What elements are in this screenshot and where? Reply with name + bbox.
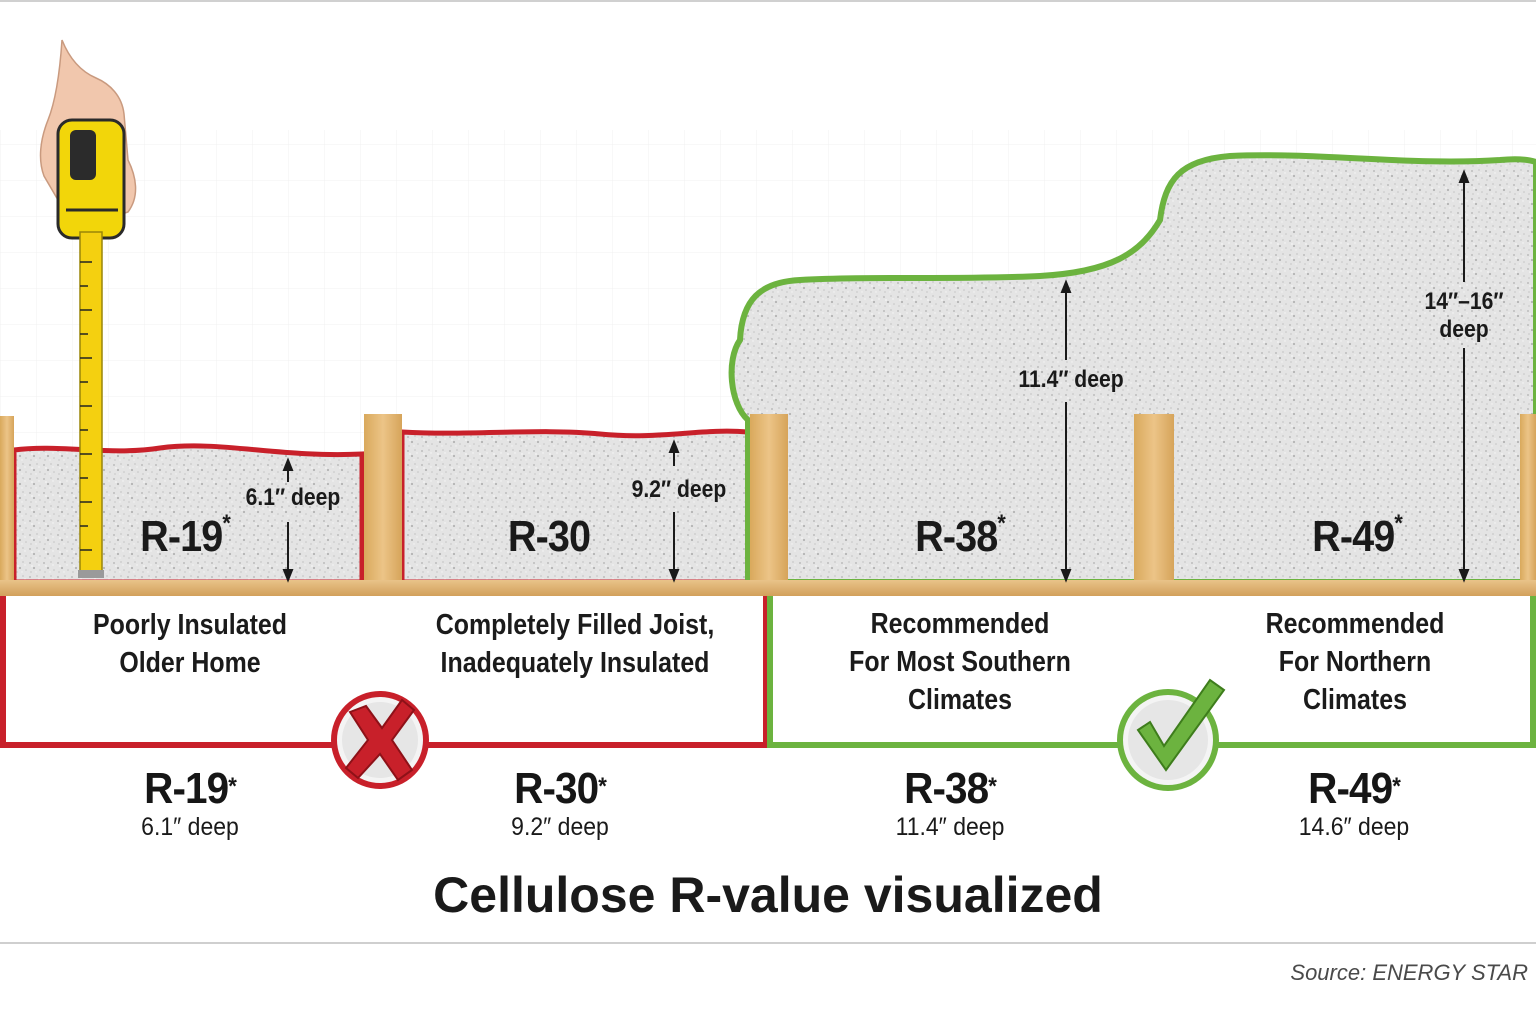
panel-r-label-2: R-30 (482, 512, 617, 562)
summary-3: R-38* 11.4″ deep (860, 766, 1040, 842)
summary-3-r-text: R-38 (904, 764, 989, 813)
insulation-fill-r38-r49 (728, 152, 1536, 585)
source-credit: Source: ENERGY STAR (1290, 960, 1528, 985)
summary-2-asterisk: * (598, 773, 607, 800)
summary-2-r: R-30* (477, 766, 643, 812)
panel-r-text-4: R-49 (1312, 512, 1395, 561)
floor-beam (0, 580, 1536, 596)
panel-r-text-2: R-30 (507, 512, 591, 561)
caption-3-line1: Recommended (870, 608, 1050, 640)
summary-2-depth: 9.2″ deep (511, 813, 609, 841)
x-mark-icon (331, 691, 429, 789)
panel-r-text-1: R-19 (140, 512, 223, 561)
caption-3: Recommended For Most Southern Climates (805, 605, 1115, 719)
joist-2 (364, 414, 402, 586)
divider-rule (0, 942, 1536, 944)
depth-arrow-r19 (282, 457, 294, 583)
caption-4-line3: Climates (1303, 684, 1407, 716)
panel-r-label-4: R-49* (1290, 510, 1425, 562)
panel-r-asterisk-4: * (1394, 510, 1402, 537)
joist-5 (1520, 414, 1536, 586)
summary-4-r: R-49* (1271, 766, 1437, 812)
depth-label-4b: deep (1439, 316, 1489, 343)
depth-label-3: 11.4″ deep (1018, 366, 1124, 393)
summary-3-asterisk: * (988, 773, 997, 800)
panel-r-label-1: R-19* (118, 510, 253, 562)
summary-2-r-text: R-30 (514, 764, 599, 813)
summary-4: R-49* 14.6″ deep (1264, 766, 1444, 842)
caption-1-line1: Poorly Insulated (92, 609, 288, 641)
summary-1-asterisk: * (228, 773, 237, 800)
panel-r-asterisk-1: * (222, 510, 230, 537)
insulation-fill-r30 (399, 428, 751, 585)
depth-arrow-r30 (668, 439, 680, 583)
summary-1: R-19* 6.1″ deep (100, 766, 280, 842)
summary-1-r-text: R-19 (144, 764, 229, 813)
depth-label-1: 6.1″ deep (245, 484, 341, 511)
summary-4-asterisk: * (1392, 773, 1401, 800)
depth-label-2: 9.2″ deep (631, 476, 727, 503)
caption-2-line1: Completely Filled Joist, (435, 609, 715, 641)
summary-4-depth: 14.6″ deep (1298, 813, 1410, 841)
caption-1: Poorly Insulated Older Home (44, 606, 336, 682)
joist-4 (1134, 414, 1174, 586)
joist-3 (750, 414, 788, 586)
summary-1-depth: 6.1″ deep (141, 813, 239, 841)
summary-1-r: R-19* (107, 766, 273, 812)
panel-r-asterisk-3: * (997, 510, 1005, 537)
summary-4-r-text: R-49 (1308, 764, 1393, 813)
check-mark-icon (1117, 678, 1226, 791)
depth-label-4a: 14″–16″ (1424, 288, 1504, 315)
depth-arrow-r38 (1060, 279, 1072, 583)
diagram-title: Cellulose R-value visualized (433, 867, 1103, 923)
tape-measure-icon (39, 39, 137, 578)
summary-3-r: R-38* (867, 766, 1033, 812)
joist-1 (0, 416, 14, 586)
caption-4-line1: Recommended (1265, 608, 1445, 640)
caption-2: Completely Filled Joist, Inadequately In… (412, 606, 739, 682)
caption-4: Recommended For Northern Climates (1205, 605, 1506, 719)
summary-2: R-30* 9.2″ deep (470, 766, 650, 842)
caption-1-line2: Older Home (119, 647, 261, 679)
caption-3-line2: For Most Southern (849, 646, 1071, 678)
depth-arrow-r49 (1458, 169, 1470, 583)
caption-3-line3: Climates (908, 684, 1012, 716)
top-border (0, 0, 1536, 2)
summary-3-depth: 11.4″ deep (895, 813, 1005, 841)
caption-2-line2: Inadequately Insulated (440, 647, 710, 679)
caption-4-line2: For Northern (1278, 646, 1432, 678)
panel-r-text-3: R-38 (915, 512, 998, 561)
panel-r-label-3: R-38* (893, 510, 1028, 562)
